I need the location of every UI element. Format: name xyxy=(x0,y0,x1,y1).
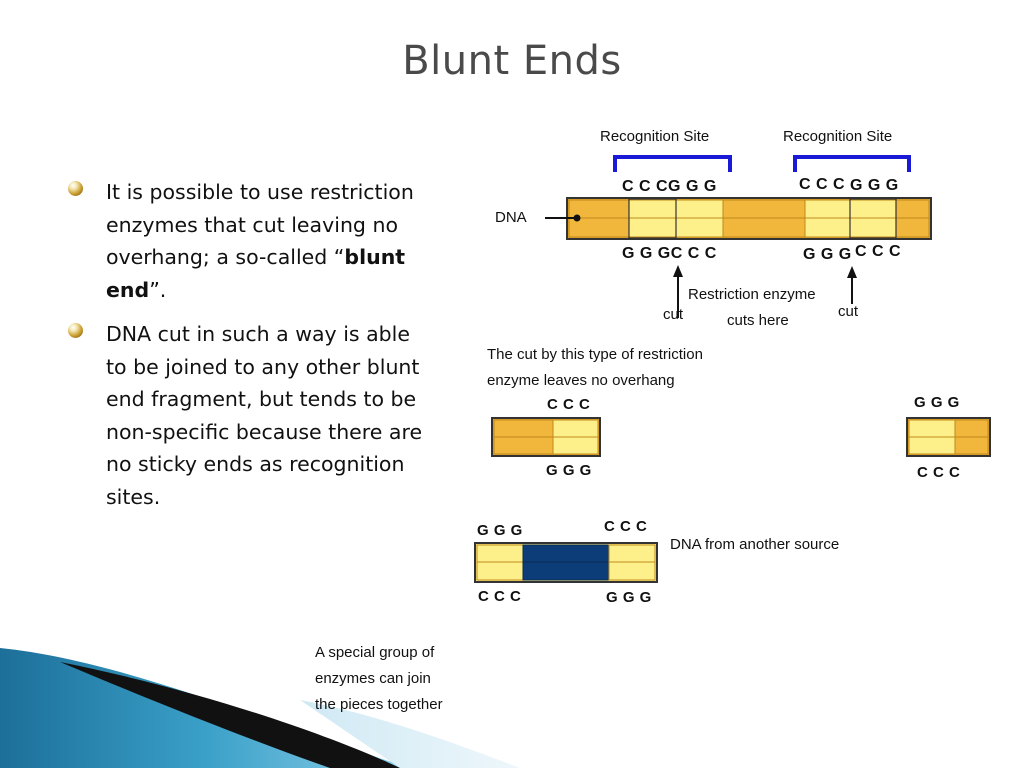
left-fragment xyxy=(491,417,601,457)
no-overhang-note-line-2: enzyme leaves no overhang xyxy=(487,372,675,389)
left-fragment-top-sequence: C C C xyxy=(547,396,591,413)
dna-pointer-dot xyxy=(573,214,581,222)
ligase-note-line-1: A special group of xyxy=(315,644,435,661)
cuts-here-label: cuts here xyxy=(727,312,789,329)
slide-title: Blunt Ends xyxy=(402,38,622,84)
decorative-wave xyxy=(0,648,520,768)
ligase-note-line-2: enzymes can join xyxy=(315,670,431,687)
recognition-site-label-2: Recognition Site xyxy=(783,128,893,145)
no-overhang-note: The cut by this type of restriction enzy… xyxy=(487,342,703,394)
restriction-enzyme-label: Restriction enzyme xyxy=(688,286,816,303)
cut-label-right: cut xyxy=(838,303,859,320)
cut-label-left: cut xyxy=(663,306,684,323)
dna-strand xyxy=(566,197,932,240)
ligase-note: A special group of enzymes can join the … xyxy=(315,640,443,718)
left-fragment-bottom-sequence: G G G xyxy=(546,462,592,479)
right-fragment-top-sequence: G G G xyxy=(914,394,960,411)
recognition-site-label-1: Recognition Site xyxy=(600,128,710,145)
joined-bottom-right-sequence: G G G xyxy=(606,589,652,606)
bullet-2-text: DNA cut in such a way is able to be join… xyxy=(106,322,423,509)
top-sequence-right-b: G G G xyxy=(850,177,899,194)
bullet-1-text-end: ”. xyxy=(149,277,167,302)
bottom-sequence-left: G G GC C C xyxy=(622,245,717,262)
bullet-item-1: It is possible to use restriction enzyme… xyxy=(66,176,426,306)
foreign-dna-fragment xyxy=(474,542,658,583)
joined-top-left-sequence: G G G xyxy=(477,522,523,539)
joined-bottom-left-sequence: C C C xyxy=(478,588,522,605)
cut-arrow-right xyxy=(847,266,857,304)
bullet-item-2: DNA cut in such a way is able to be join… xyxy=(66,318,426,513)
ligase-note-line-3: the pieces together xyxy=(315,696,443,713)
cut-arrow-left xyxy=(673,265,683,318)
no-overhang-note-line-1: The cut by this type of restriction xyxy=(487,346,703,363)
bullet-1-text-start: It is possible to use restriction enzyme… xyxy=(106,180,414,269)
right-fragment xyxy=(906,417,991,457)
top-sequence-right-a: C C C xyxy=(799,176,846,193)
recognition-bracket-2 xyxy=(793,155,911,172)
bullet-1-bold-term: blunt end xyxy=(106,245,406,302)
bullet-orb-icon xyxy=(68,323,83,338)
right-fragment-bottom-sequence: C C C xyxy=(917,464,961,481)
joined-top-right-sequence: C C C xyxy=(604,518,648,535)
other-source-label: DNA from another source xyxy=(670,536,840,553)
dna-label: DNA xyxy=(495,209,527,226)
recognition-bracket-1 xyxy=(613,155,732,172)
bottom-sequence-right-a: G G G xyxy=(803,246,852,263)
top-sequence-left: C C CG G G xyxy=(622,178,717,195)
bullet-list: It is possible to use restriction enzyme… xyxy=(66,176,426,525)
bottom-sequence-right-b: C C C xyxy=(855,243,902,260)
bullet-orb-icon xyxy=(68,181,83,196)
